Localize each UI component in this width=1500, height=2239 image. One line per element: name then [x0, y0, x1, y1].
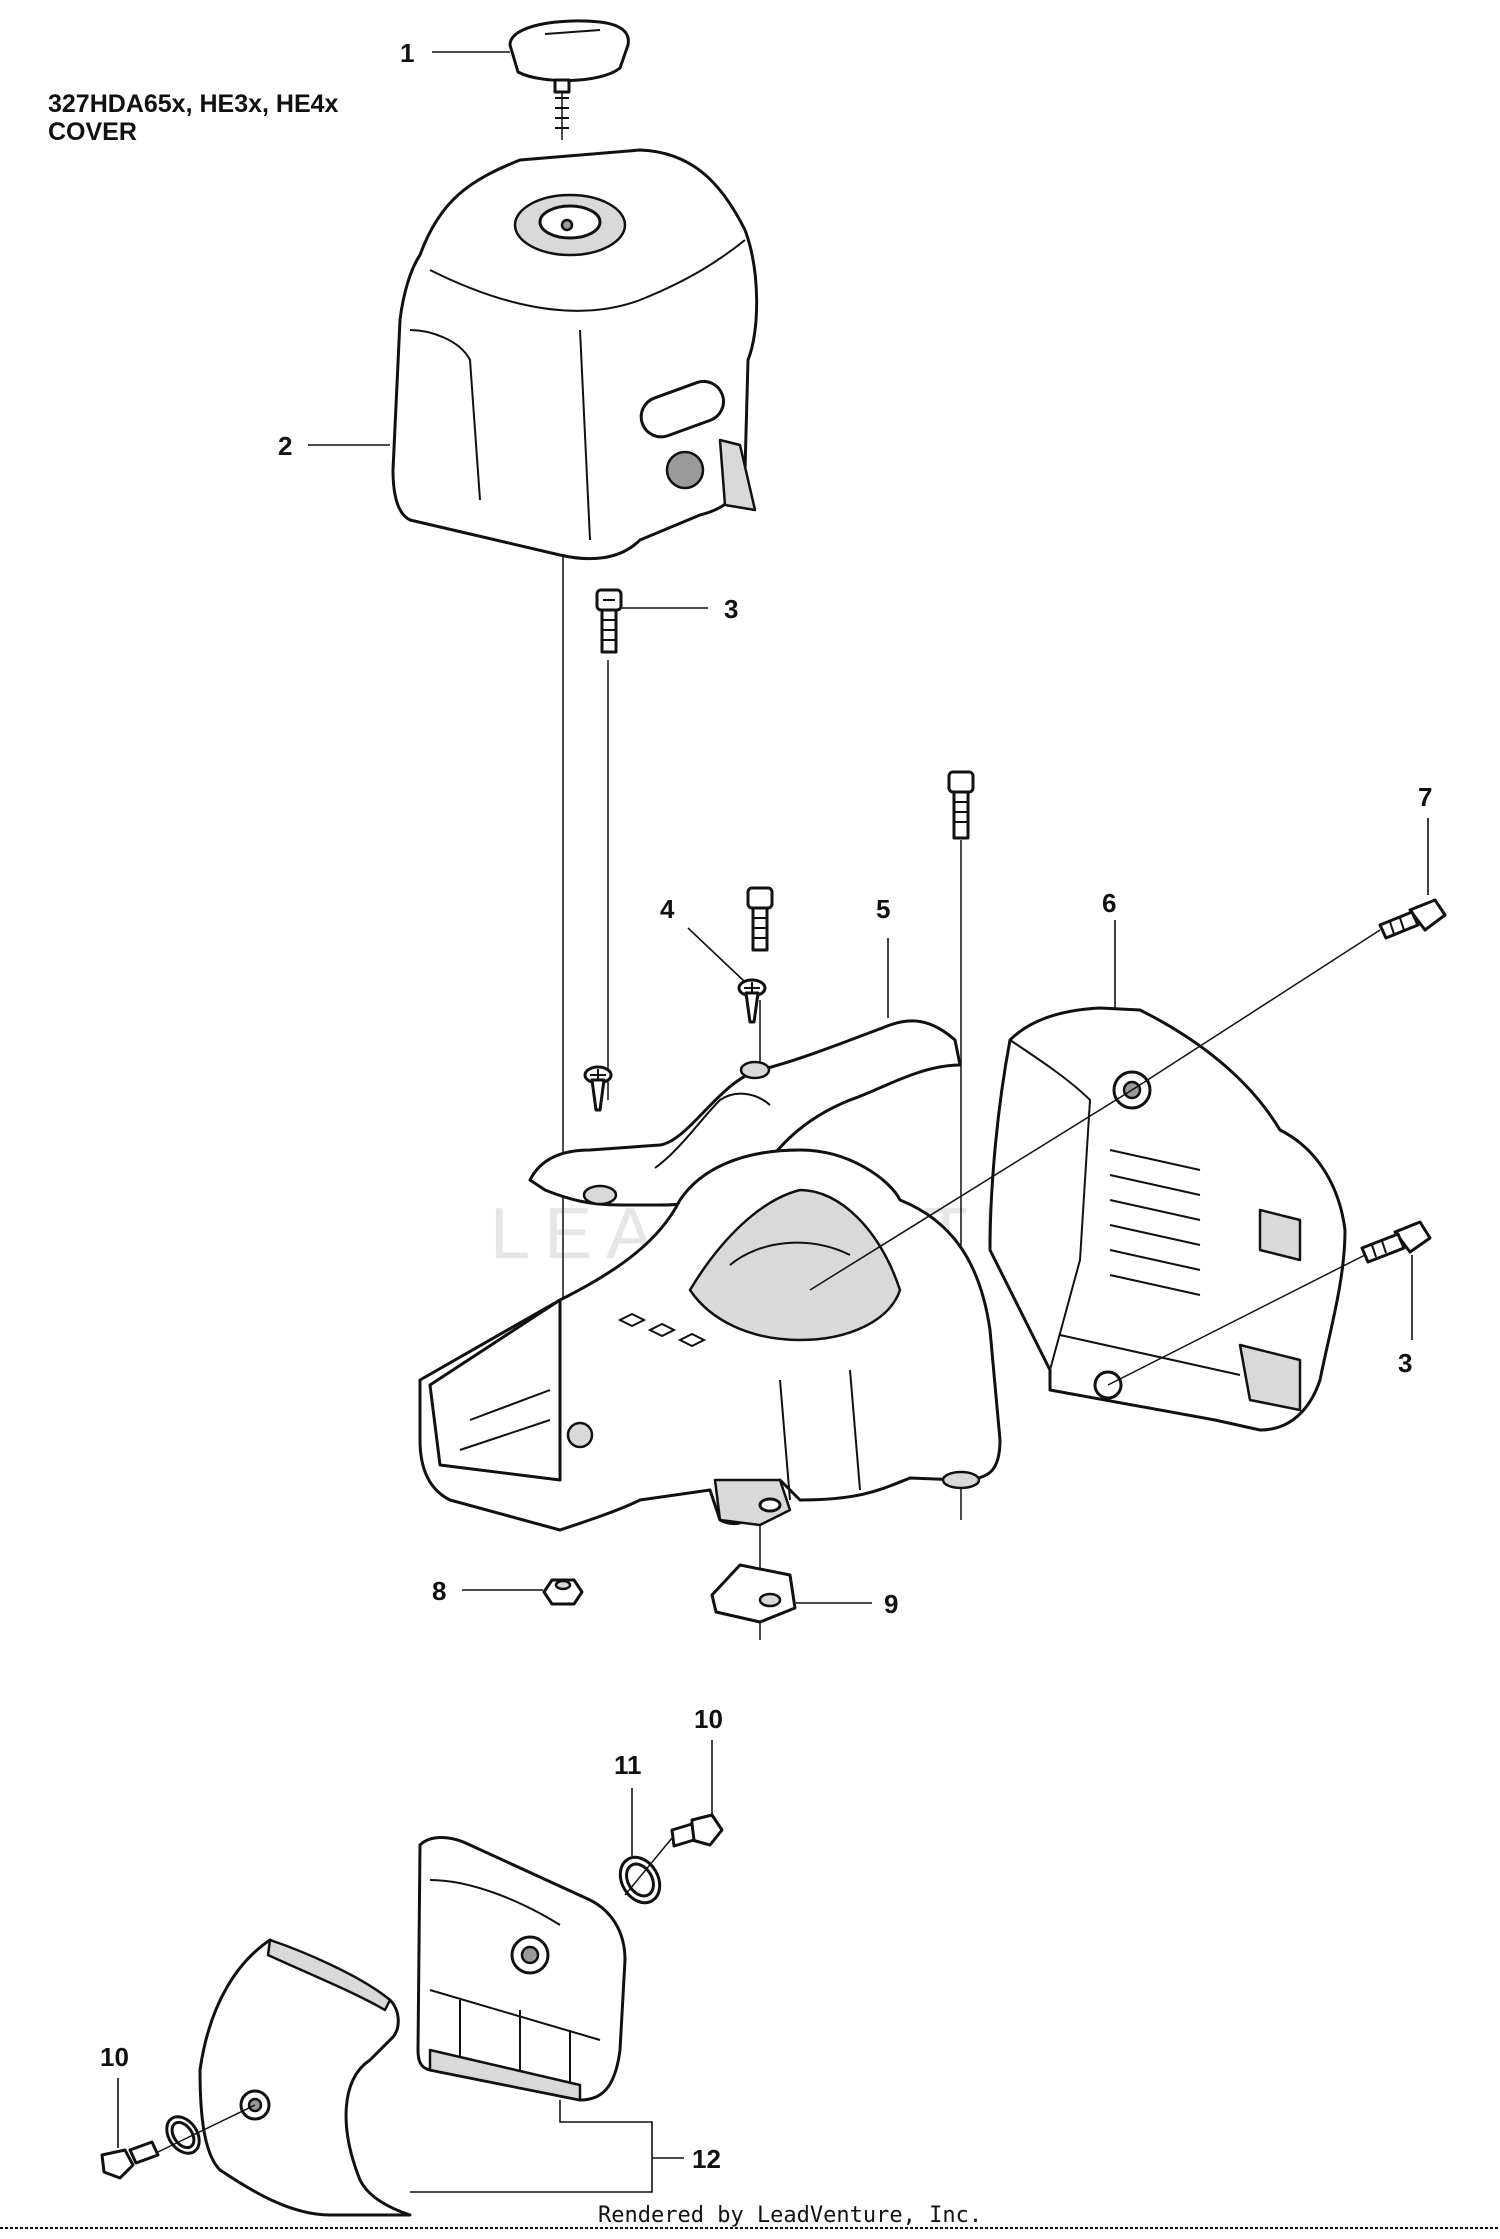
svg-text:5: 5	[876, 894, 890, 924]
part-4-screw-right[interactable]	[737, 978, 767, 1024]
footer-credit: Rendered by LeadVenture, Inc.	[598, 2203, 982, 2228]
main-housing[interactable]	[418, 1148, 1002, 1532]
svg-text:4: 4	[660, 894, 675, 924]
part-10-o-ring-left[interactable]	[160, 2111, 206, 2160]
part-6-side-cover[interactable]	[988, 1006, 1347, 1432]
callout-8: 8	[432, 1576, 543, 1606]
assembly-line	[624, 1837, 673, 1896]
callout-10-right: 10	[694, 1704, 723, 1815]
assembly-line	[1107, 1254, 1366, 1386]
part-11-o-ring[interactable]	[612, 1850, 667, 1910]
svg-text:7: 7	[1418, 782, 1432, 812]
svg-text:8: 8	[432, 1576, 446, 1606]
callout-12: 12	[410, 2100, 721, 2193]
callout-10-left: 10	[100, 2042, 129, 2148]
part-7-screw[interactable]	[1378, 898, 1447, 940]
callout-1: 1	[400, 38, 510, 68]
screw-center[interactable]	[746, 886, 774, 952]
callout-6: 6	[1102, 888, 1116, 1008]
part-12-rear-housing[interactable]	[416, 1836, 627, 2102]
screw-right[interactable]	[947, 770, 975, 840]
svg-text:2: 2	[278, 431, 292, 461]
diagram-title: 327HDA65x, HE3x, HE4x	[48, 90, 339, 118]
assembly-line	[1131, 929, 1381, 1091]
callout-11: 11	[614, 1750, 642, 1856]
svg-text:10: 10	[694, 1704, 723, 1734]
svg-text:6: 6	[1102, 888, 1116, 918]
svg-text:9: 9	[884, 1589, 898, 1619]
part-10-screw-left[interactable]	[100, 2140, 160, 2180]
callout-7: 7	[1418, 782, 1432, 895]
part-4-screw-left[interactable]	[583, 1065, 613, 1112]
svg-text:11: 11	[614, 1750, 642, 1780]
svg-text:12: 12	[692, 2144, 721, 2174]
callout-3-right: 3	[1398, 1255, 1413, 1378]
assembly-line	[157, 2104, 256, 2153]
part-9-bracket[interactable]	[710, 1563, 797, 1624]
callout-3-upper: 3	[622, 594, 738, 624]
part-3-screw-upper[interactable]	[595, 588, 623, 654]
callout-9: 9	[796, 1589, 898, 1619]
part-12-front-cover[interactable]	[198, 1938, 412, 2217]
svg-text:1: 1	[400, 38, 414, 68]
part-8-nut[interactable]	[542, 1578, 584, 1606]
assembly-line	[809, 1089, 1133, 1291]
svg-text:10: 10	[100, 2042, 129, 2072]
callout-2: 2	[278, 431, 390, 461]
diagram-subtitle: COVER	[48, 118, 137, 146]
callout-5: 5	[876, 894, 890, 1018]
part-1-knob[interactable]	[508, 19, 630, 140]
svg-text:3: 3	[1398, 1348, 1412, 1378]
callout-4: 4	[660, 894, 746, 983]
svg-text:3: 3	[724, 594, 738, 624]
part-3-screw-right[interactable]	[1360, 1220, 1432, 1264]
part-10-screw-right[interactable]	[670, 1813, 724, 1848]
part-2-top-cover[interactable]	[391, 148, 759, 561]
